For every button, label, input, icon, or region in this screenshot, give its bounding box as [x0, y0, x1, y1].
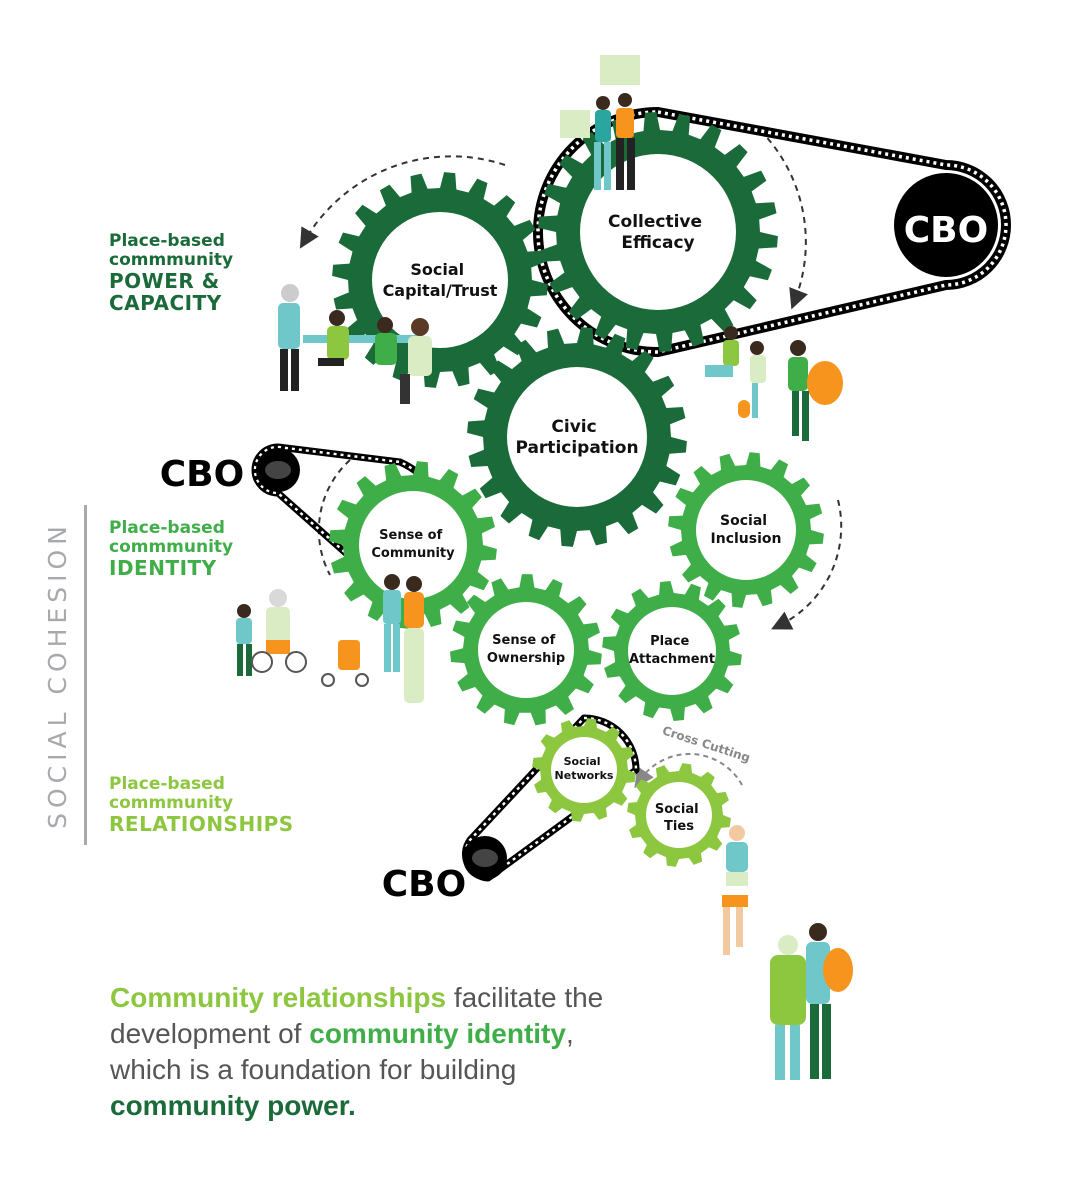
gear-label-collective-efficacy: Collective Efficacy [608, 212, 708, 253]
cbo-label-bottom: CBO [382, 864, 466, 905]
gear-hub-collective-efficacy [580, 154, 736, 310]
cbo-pulley-middle-hub [265, 461, 291, 479]
caption-part5: community power. [110, 1090, 356, 1121]
gear-social-inclusion [668, 452, 824, 608]
people-group-bench [278, 284, 432, 404]
caption-part4: , which is a foundation for building [110, 1018, 574, 1085]
label-relationships-line3: RELATIONSHIPS [109, 812, 294, 837]
gear-label-civic-participation: Civic Participation [515, 417, 638, 458]
label-power-line3: POWER & [109, 269, 220, 294]
label-relationships: Place-based commmunity RELATIONSHIPS [109, 774, 294, 837]
rotation-arrow-top [299, 155, 506, 249]
gear-hub-sense-of-community [359, 491, 467, 599]
people-group-garden [705, 326, 843, 441]
cbo-pulley-top [894, 173, 998, 277]
social-cohesion-title: SOCIAL COHESION [43, 521, 72, 829]
label-power-capacity: Place-based commmunity POWER & CAPACITY [109, 231, 234, 316]
gear-label-social-capital: Social Capital/Trust [383, 260, 498, 300]
gear-social-ties [627, 763, 731, 867]
gear-label-social-networks: Social Networks [555, 755, 614, 782]
gear-hub-social-inclusion [696, 480, 796, 580]
caption-part1: Community relationships [110, 982, 447, 1013]
cbo-label-middle: CBO [160, 454, 244, 495]
gear-hub-social-ties [646, 782, 712, 848]
gear-hub-social-capital [372, 212, 508, 348]
gear-label-social-inclusion: Social Inclusion [711, 513, 782, 547]
gear-sense-of-ownership [450, 574, 602, 726]
caption: Community relationships facilitate the d… [110, 980, 630, 1124]
gear-place-attachment [602, 581, 742, 721]
cbo-label-top: CBO [904, 210, 988, 251]
caption-part2: facilitate the development of [110, 982, 604, 1049]
gear-social-capital [332, 172, 548, 388]
people-group-identity [236, 574, 424, 703]
gear-label-place-attachment: Place Attachment [629, 634, 715, 667]
label-relationships-line2: commmunity [109, 793, 234, 814]
social-cohesion-bar [84, 505, 87, 845]
cbo-pulley-bottom-hub [472, 849, 498, 867]
gear-hub-place-attachment [628, 607, 716, 695]
label-power-line1: Place-based [109, 231, 225, 251]
label-power-line2: commmunity [109, 250, 234, 271]
rotation-arrow-community [317, 459, 351, 576]
gear-social-networks [532, 718, 636, 822]
rotation-arrow-efficacy [759, 129, 808, 310]
gear-hub-sense-of-ownership [478, 602, 574, 698]
gear-civic-participation [467, 327, 687, 547]
gear-label-sense-of-community: Sense of Community [371, 528, 455, 561]
people-group-top [560, 55, 640, 190]
gear-label-social-ties: Social Ties [655, 802, 703, 834]
label-power-line4: CAPACITY [109, 291, 222, 316]
gear-hub-civic-participation [507, 367, 647, 507]
gear-sense-of-community [329, 461, 497, 629]
label-identity: Place-based commmunity IDENTITY [109, 518, 234, 581]
label-relationships-line1: Place-based [109, 774, 225, 794]
people-group-relationships [722, 825, 853, 1080]
label-identity-line2: commmunity [109, 537, 234, 558]
gear-label-sense-of-ownership: Sense of Ownership [487, 633, 565, 666]
gear-hub-social-networks [551, 737, 617, 803]
caption-part3: community identity [309, 1018, 566, 1049]
label-identity-line3: IDENTITY [109, 556, 217, 581]
label-identity-line1: Place-based [109, 518, 225, 538]
cross-cutting-label: Cross Cutting [661, 723, 752, 765]
